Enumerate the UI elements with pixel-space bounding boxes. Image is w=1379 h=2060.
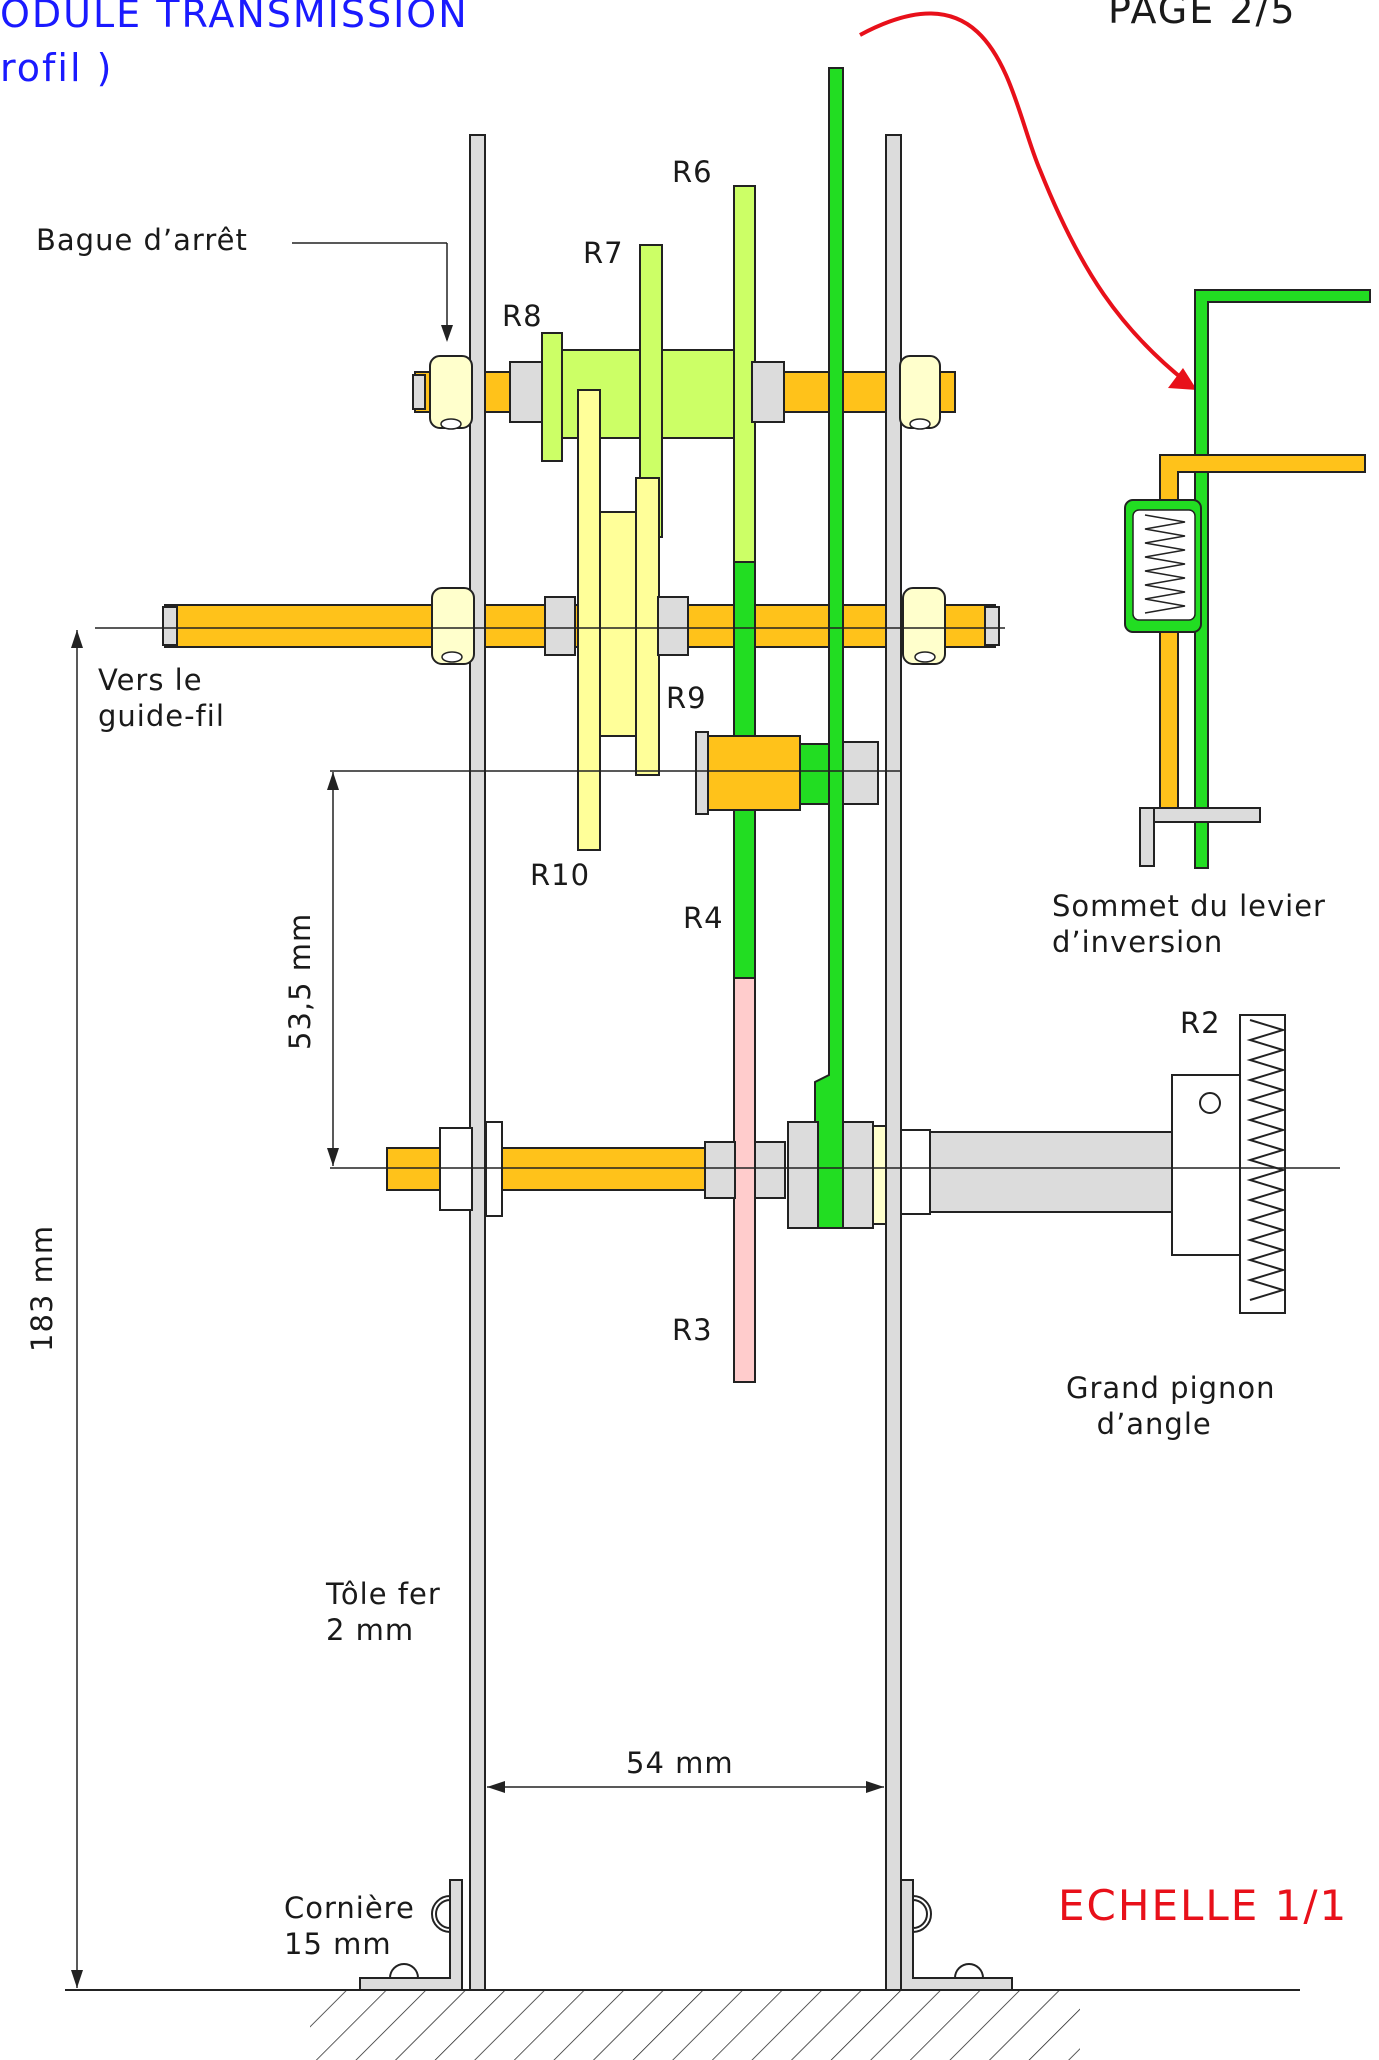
r2-shaft — [929, 1131, 1176, 1213]
reference-arrow-head — [1168, 368, 1197, 390]
dimension-arrowheads — [71, 325, 884, 1988]
gear-r8 — [541, 332, 563, 462]
ground — [65, 1989, 1300, 2060]
label-r10: R10 — [530, 858, 591, 892]
gear-r9 — [635, 477, 660, 776]
reference-arrow — [859, 11, 1192, 387]
page-number: PAGE 2/5 — [1108, 0, 1297, 32]
inversion-lever — [814, 67, 844, 1229]
label-grand-pignon: Grand pignon d’angle — [1066, 1371, 1276, 1441]
dimension-183: 183 mm — [25, 1224, 59, 1352]
right-corniere — [900, 1879, 1013, 1991]
label-r6: R6 — [672, 155, 713, 189]
label-r8: R8 — [502, 299, 543, 333]
gear-r2-teeth — [1246, 1019, 1287, 1301]
label-r7: R7 — [583, 236, 624, 270]
label-tole: Tôle fer 2 mm — [326, 1577, 441, 1647]
gear-r9-hub — [599, 511, 639, 737]
label-corniere: Cornière 15 mm — [284, 1891, 415, 1961]
label-vers-guide-fil: Vers le guide-fil — [98, 663, 225, 733]
document-title-line2: rofil ) — [0, 46, 114, 90]
lever-detail — [1124, 289, 1371, 869]
label-r2: R2 — [1180, 1006, 1221, 1040]
document-title-line1: ODULE TRANSMISSION — [0, 0, 469, 36]
label-echelle: ECHELLE 1/1 — [1058, 1881, 1349, 1930]
r4-stub-shaft — [705, 735, 801, 811]
label-r4: R4 — [683, 901, 724, 935]
stop-ring — [429, 355, 473, 429]
dimension-lines — [76, 242, 1340, 1988]
right-plate — [885, 134, 902, 1991]
dimension-53-5: 53,5 mm — [283, 912, 317, 1050]
label-r9: R9 — [666, 681, 707, 715]
dimension-54: 54 mm — [626, 1746, 734, 1780]
label-bague: Bague d’arrêt — [36, 223, 248, 257]
gear-r3 — [733, 977, 756, 1383]
gear-r10 — [577, 389, 601, 851]
left-corniere — [359, 1879, 463, 1991]
label-sommet-levier: Sommet du levier d’inversion — [1052, 889, 1326, 959]
guide-fil-shaft-end — [162, 606, 178, 646]
top-shaft-end — [412, 374, 426, 410]
label-r3: R3 — [672, 1313, 713, 1347]
